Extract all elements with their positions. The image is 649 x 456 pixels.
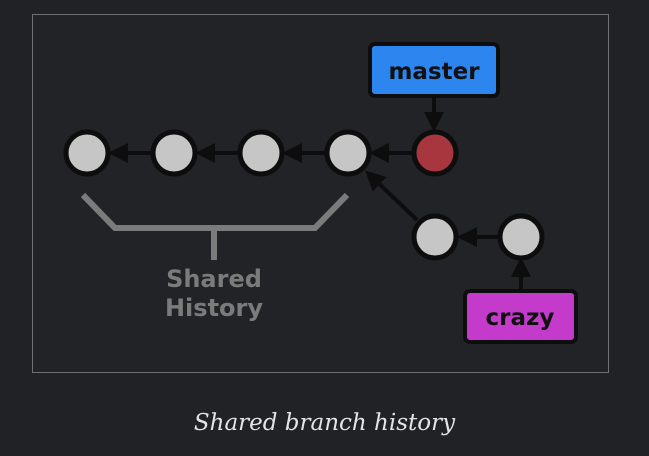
master-branch-label-text: master [388,59,480,85]
commit-node [324,129,372,177]
commit-node [237,129,285,177]
head-commit-node [411,129,459,177]
arrow-b1-to-c4 [365,170,419,222]
crazy-branch-label: crazy [463,289,578,344]
branch-arrows [365,170,500,247]
commit-node [411,213,459,261]
figure-caption: Shared branch history [193,410,456,436]
branch-commits [411,213,545,261]
main-line-commits [63,129,459,177]
shared-history-bracket [80,192,350,260]
shared-history-label-line2: History [165,294,263,322]
commit-node [150,129,198,177]
label-arrows [424,97,531,291]
crazy-branch-label-text: crazy [486,305,555,331]
commit-node [63,129,111,177]
commit-node [497,213,545,261]
master-branch-label: master [368,42,500,98]
shared-history-label-line1: Shared [166,265,262,293]
